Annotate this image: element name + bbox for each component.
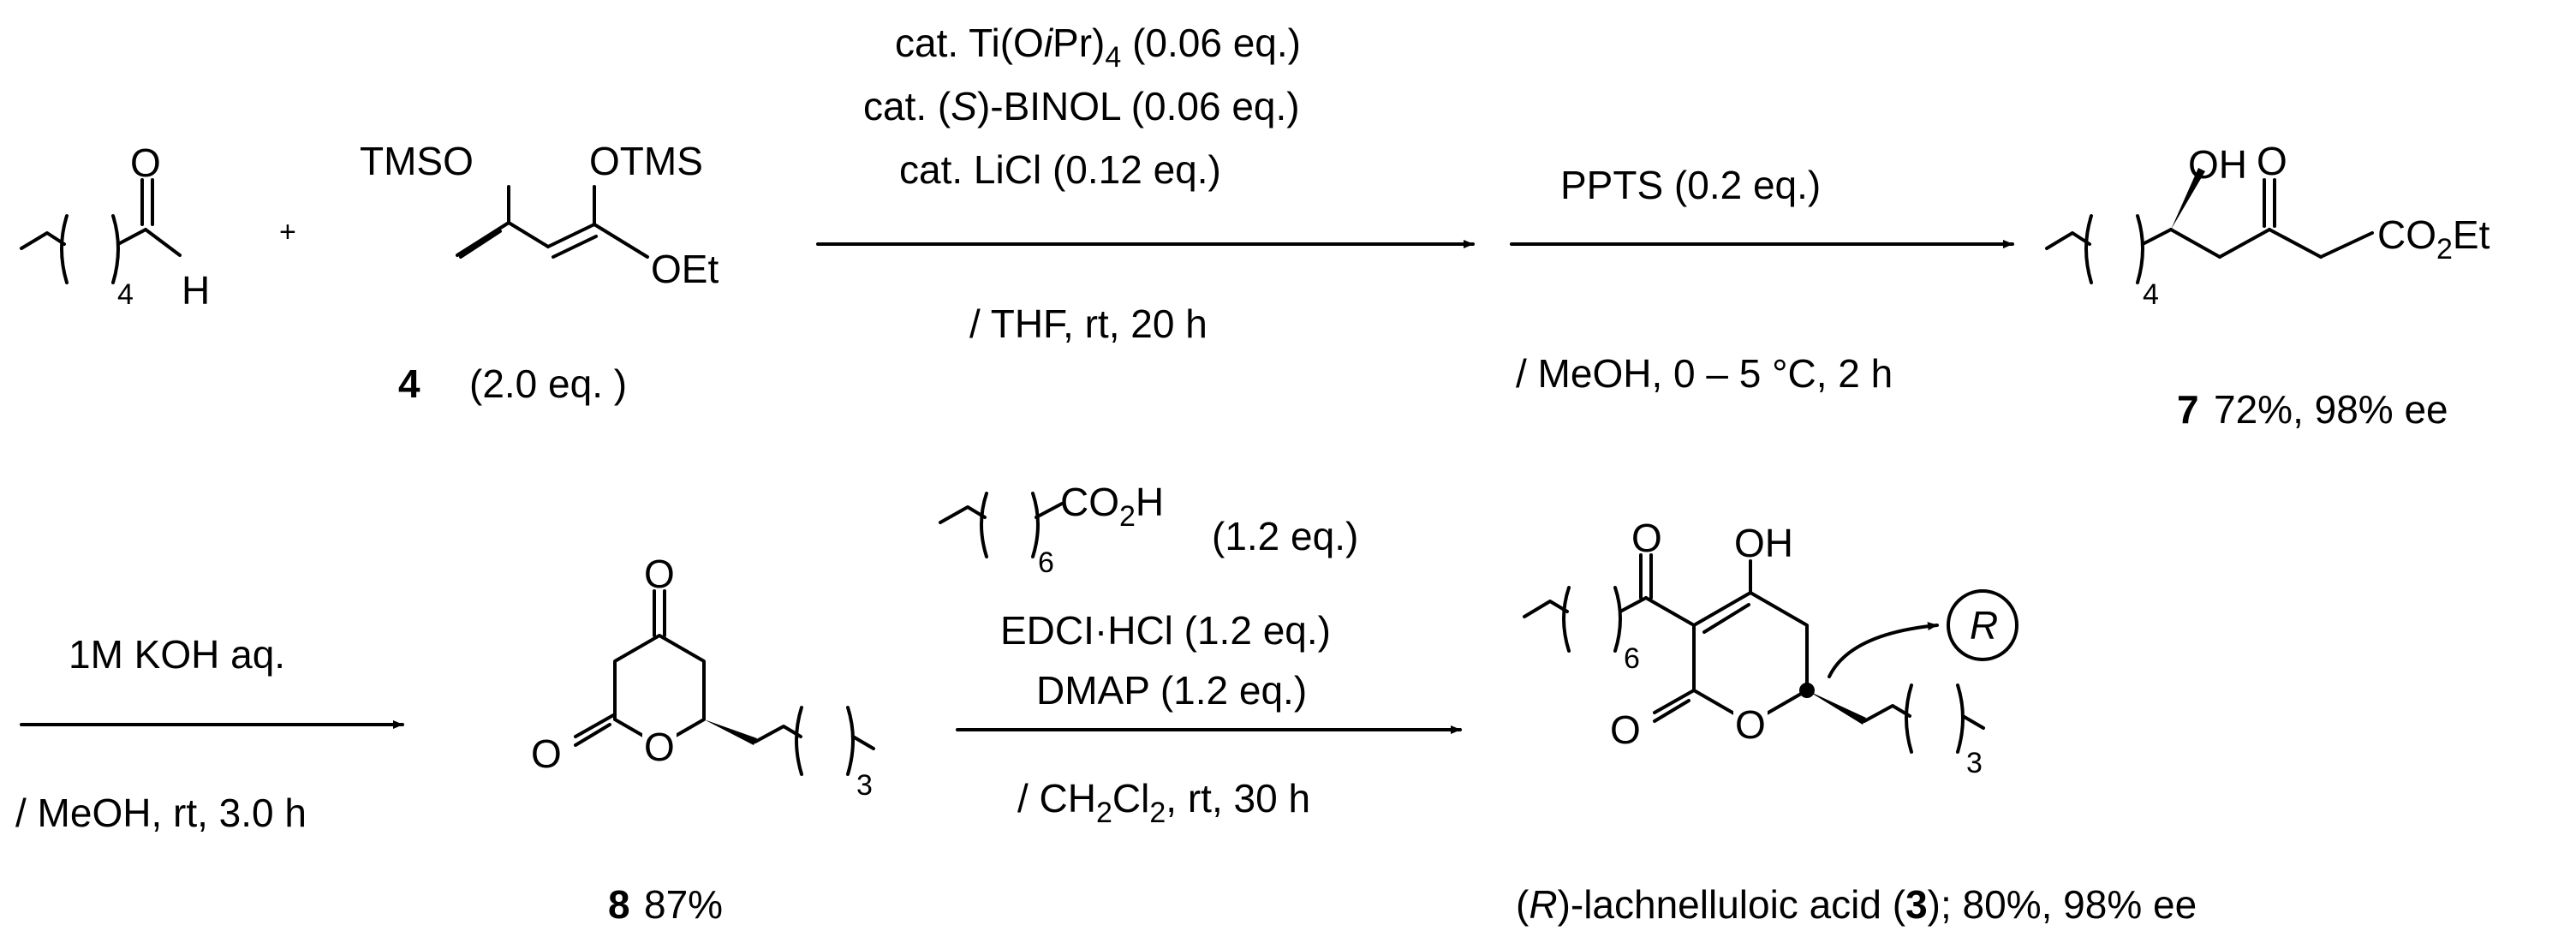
svg-text:cat. (S)-BINOL (0.06 eq.): cat. (S)-BINOL (0.06 eq.) [863, 84, 1300, 128]
product-7-structure: OH O CO2Et 4 7 72%, 98% ee [2045, 139, 2490, 432]
step4-dmap: DMAP (1.2 eq.) [1036, 668, 1307, 713]
product3-name: (R)-lachnelluloic acid (3); 80%, 98% ee [1516, 882, 2197, 927]
diene-compound-number: 4 [398, 361, 420, 406]
product3-chain-subscript: 6 [1624, 642, 1640, 675]
otms-label: OTMS [589, 139, 703, 183]
product8-yield: 87% [644, 882, 723, 927]
step2-reagent: PPTS (0.2 eq.) [1560, 163, 1821, 207]
step2-conditions: PPTS (0.2 eq.) / MeOH, 0 – 5 °C, 2 h [1510, 163, 2014, 396]
step4-conditions: CO2H 6 (1.2 eq.) EDCI·HCl (1.2 eq.) DMAP… [939, 480, 1462, 829]
step3-reagent: 1M KOH aq. [69, 632, 285, 677]
product7-ketone-oxygen: O [2257, 139, 2287, 183]
product3-hydroxyl: OH [1734, 521, 1793, 565]
stereo-circle [1947, 589, 2018, 661]
product3-tail-subscript: 3 [1966, 747, 1983, 779]
diene-4-structure: TMSO OTMS OEt 4 (2.0 eq. ) [360, 139, 719, 406]
product8-ketone-oxygen: O [644, 552, 675, 596]
aldehyde-repeat-subscript: 4 [117, 278, 134, 311]
plus-sign: + [279, 216, 296, 248]
step3-solvent: / MeOH, rt, 3.0 h [15, 791, 307, 835]
step1-solvent: / THF, rt, 20 h [969, 301, 1208, 346]
product8-carbonyl-oxygen: O [531, 731, 562, 776]
tmso-label: TMSO [360, 139, 474, 183]
svg-text:cat. Ti(OiPr)4 (0.06 eq.): cat. Ti(OiPr)4 (0.06 eq.) [895, 21, 1301, 74]
stereo-descriptor: R [1970, 603, 1998, 648]
product7-repeat-subscript: 4 [2143, 278, 2159, 311]
aldehyde-hydrogen: H [182, 268, 210, 313]
step4-edci: EDCI·HCl (1.2 eq.) [1000, 608, 1331, 653]
product3-carbonyl-oxygen: O [1610, 707, 1641, 752]
step1-conditions: cat. Ti(OiPr)4 (0.06 eq.) cat. (S)-BINOL… [816, 21, 1475, 346]
step2-solvent: / MeOH, 0 – 5 °C, 2 h [1516, 351, 1893, 396]
product7-hydroxyl: OH [2188, 142, 2247, 187]
product3-ring-oxygen: O [1735, 702, 1766, 747]
product8-compound-number: 8 [608, 882, 630, 927]
svg-text:CO2H: CO2H [1060, 480, 1164, 533]
product-8-structure: O O O 3 8 87% [531, 552, 875, 927]
oet-label: OEt [651, 247, 719, 291]
diene-equivalents: (2.0 eq. ) [469, 361, 627, 406]
step1-licl: cat. LiCl (0.12 eq.) [899, 147, 1221, 192]
step3-conditions: 1M KOH aq. / MeOH, rt, 3.0 h [15, 632, 404, 835]
product7-compound-number: 7 [2177, 387, 2199, 432]
product8-repeat-subscript: 3 [856, 769, 873, 802]
acid-chain-subscript: 6 [1038, 546, 1054, 579]
svg-text:CO2Et: CO2Et [2377, 212, 2490, 266]
stereocenter-pointer-arrow [1828, 622, 1939, 678]
product8-ring-oxygen: O [644, 725, 675, 769]
svg-text:/ CH2Cl2, rt, 30 h: / CH2Cl2, rt, 30 h [1017, 776, 1310, 829]
product-3-structure: O OH O O 6 3 R (R)-lachnelluloic acid (3… [1516, 516, 2197, 927]
aldehyde-oxygen: O [130, 140, 161, 185]
product3-acyl-oxygen: O [1631, 516, 1662, 560]
product7-yield: 72%, 98% ee [2214, 387, 2448, 432]
aldehyde-structure: O H 4 [20, 140, 210, 313]
acid-equivalents: (1.2 eq.) [1212, 514, 1358, 558]
